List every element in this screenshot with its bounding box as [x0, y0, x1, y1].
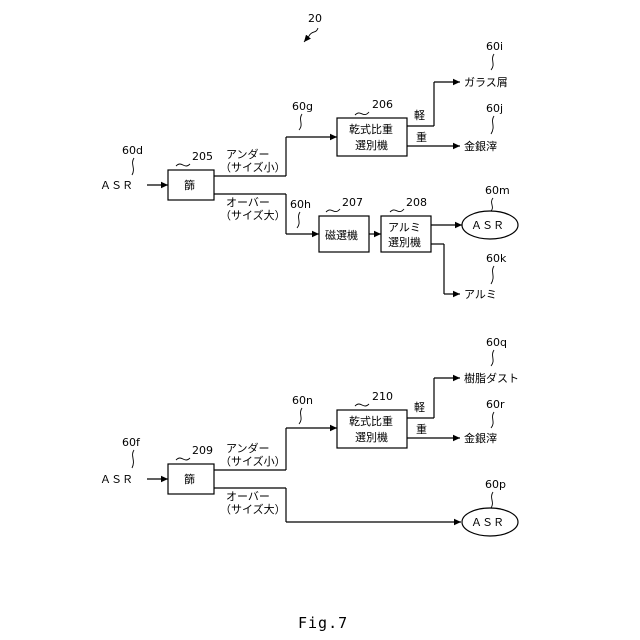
bottom-sieve-label: 篩: [184, 472, 195, 486]
top-out-alu-ref: 60k: [486, 252, 507, 265]
top-light-label: 軽: [414, 109, 425, 122]
bottom-light-label: 軽: [414, 401, 425, 414]
bottom-under-label-1: アンダー: [226, 441, 270, 455]
top-diagram: 60d ＡＳＲ 205 篩 アンダー （サイズ小） 60g オーバー （サイズ大…: [100, 40, 518, 301]
bottom-out-heavy-leader: [491, 412, 494, 428]
top-out-asr-ref: 60m: [485, 184, 510, 197]
top-over-ref: 60h: [290, 198, 311, 211]
top-out-light-label: ガラス屑: [464, 76, 508, 89]
top-sieve-ref-leader: [176, 164, 190, 166]
top-out-alu-leader: [491, 266, 494, 284]
top-magnet-label: 磁選機: [325, 228, 358, 242]
top-dry-ref: 206: [372, 98, 393, 111]
top-magnet-ref-leader: [326, 209, 340, 212]
bottom-under-label-2: （サイズ小）: [220, 454, 286, 468]
top-under-label-2: （サイズ小）: [220, 160, 286, 174]
bottom-out-asr-leader: [491, 492, 493, 508]
bottom-under-ref: 60n: [292, 394, 313, 407]
top-input-ref-leader: [132, 158, 134, 175]
bottom-out-light-leader: [491, 350, 494, 366]
top-out-light-leader: [491, 54, 494, 70]
bottom-out-asr-label: ＡＳＲ: [471, 516, 504, 529]
bottom-heavy-label: 重: [416, 422, 427, 436]
top-out-heavy-ref: 60j: [486, 102, 503, 115]
bottom-dry-line1: 乾式比重: [349, 414, 393, 428]
top-out-heavy-leader: [491, 116, 494, 134]
top-alu-ref: 208: [406, 196, 427, 209]
bottom-input-ref: 60f: [122, 436, 141, 449]
top-dry-line1: 乾式比重: [349, 122, 393, 136]
top-alu-line1: アルミ: [388, 221, 421, 234]
top-out-light-ref: 60i: [486, 40, 503, 53]
bottom-dry-ref-leader: [355, 404, 369, 406]
top-alu-ref-leader: [390, 209, 404, 212]
top-input-ref: 60d: [122, 144, 143, 157]
bottom-sieve-ref-leader: [176, 458, 190, 460]
top-out-alu-label: アルミ: [464, 288, 497, 301]
top-alu-line2: 選別機: [388, 235, 421, 249]
bottom-diagram: 60f ＡＳＲ 209 篩 アンダー （サイズ小） 60n オーバー （サイズ大…: [100, 336, 519, 536]
top-sieve-label: 篩: [184, 178, 195, 192]
bottom-input-label: ＡＳＲ: [100, 473, 133, 486]
bottom-out-heavy-label: 金銀滓: [464, 431, 497, 445]
bottom-out-heavy-ref: 60r: [486, 398, 505, 411]
top-magnet-ref: 207: [342, 196, 363, 209]
bottom-dry-line2: 選別機: [355, 430, 388, 444]
top-dry-ref-leader: [355, 112, 369, 115]
bottom-over-label-1: オーバー: [226, 490, 270, 503]
top-dry-line2: 選別機: [355, 138, 388, 152]
top-over-ref-leader: [297, 212, 300, 228]
bottom-input-ref-leader: [132, 450, 134, 468]
top-out-asr-label: ＡＳＲ: [471, 219, 504, 232]
bottom-out-light-ref: 60q: [486, 336, 507, 349]
top-sieve-ref: 205: [192, 150, 213, 163]
top-over-label-2: （サイズ大）: [220, 208, 286, 222]
top-over-label-1: オーバー: [226, 196, 270, 209]
top-out-heavy-label: 金銀滓: [464, 139, 497, 153]
bottom-dry-ref: 210: [372, 390, 393, 403]
bottom-over-label-2: （サイズ大）: [220, 502, 286, 516]
bottom-out-light-label: 樹脂ダスト: [464, 371, 519, 385]
top-input-label: ＡＳＲ: [100, 179, 133, 192]
figure-caption: Fig.7: [298, 614, 348, 632]
top-under-label-1: アンダー: [226, 147, 270, 161]
top-out-asr-leader: [491, 198, 493, 211]
top-heavy-label: 重: [416, 130, 427, 144]
figure-ref-arrow: [304, 28, 318, 42]
top-under-ref-leader: [299, 114, 302, 130]
bottom-out-asr-ref: 60p: [485, 478, 506, 491]
bottom-under-ref-leader: [299, 408, 302, 424]
top-under-ref: 60g: [292, 100, 313, 113]
figure-ref: 20: [308, 12, 322, 25]
bottom-sieve-ref: 209: [192, 444, 213, 457]
